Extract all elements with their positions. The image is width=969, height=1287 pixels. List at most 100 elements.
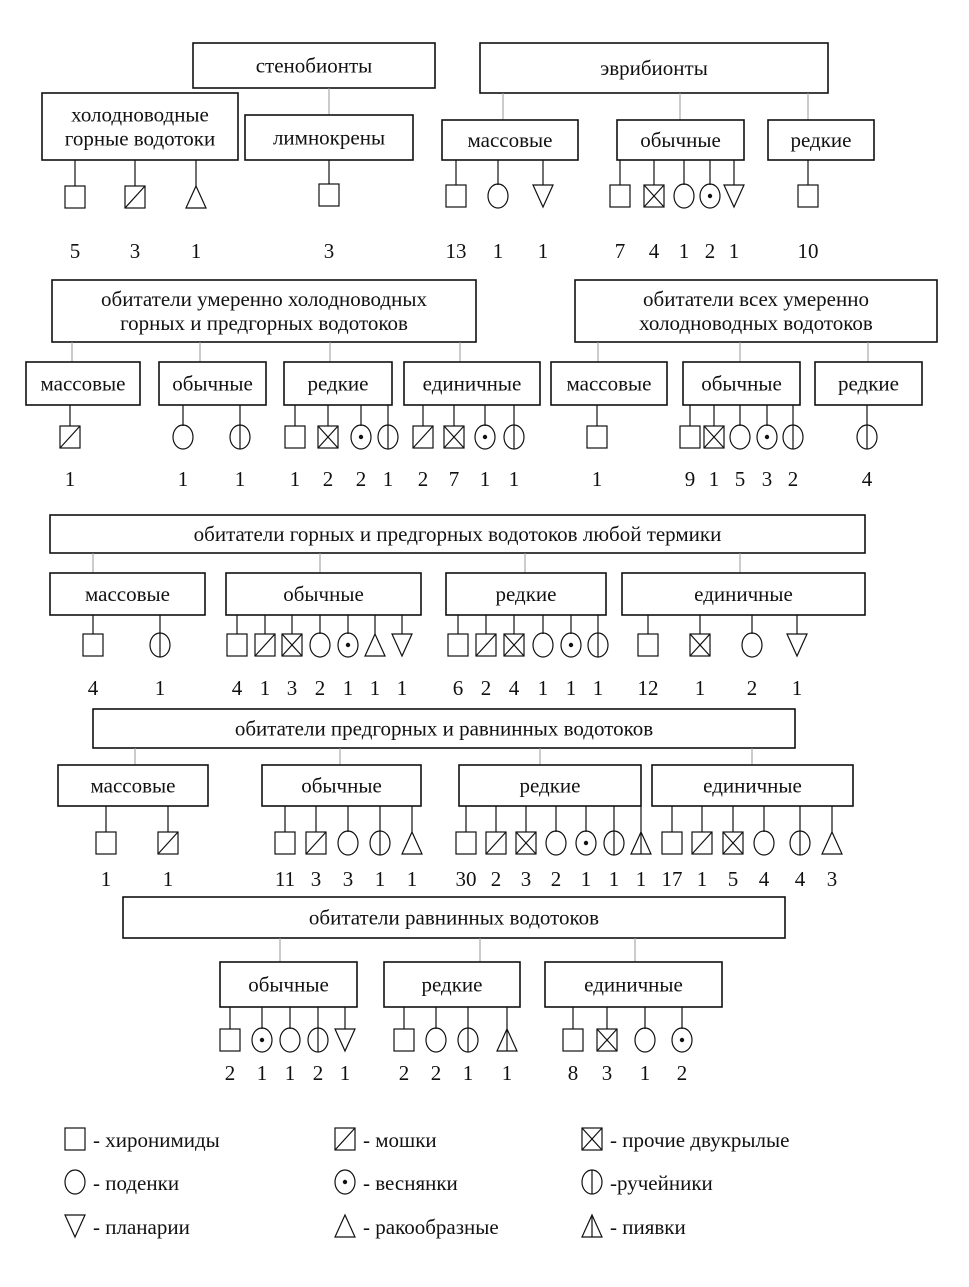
square-slash-icon: [305, 831, 327, 855]
count-value: 7: [449, 467, 460, 491]
legend-label: - веснянки: [363, 1171, 458, 1195]
box-eurybionts-2: редкие: [767, 119, 875, 161]
square-icon: [562, 1028, 584, 1052]
box-label: редкие: [496, 582, 557, 606]
circle-line-icon: [307, 1027, 329, 1053]
circle-line-icon: [603, 830, 625, 856]
count-value: 1: [463, 1061, 474, 1085]
circle-dot-icon: [251, 1027, 273, 1053]
box-label: стенобионты: [256, 54, 373, 78]
circle-icon: [532, 632, 554, 658]
box-label: обычные: [640, 128, 721, 152]
legend-label: - ракообразные: [363, 1215, 499, 1239]
count-value: 3: [343, 867, 354, 891]
count-value: 13: [446, 239, 467, 263]
species-group-items: 1: [586, 425, 608, 491]
category-box: единичные: [651, 764, 854, 807]
count-value: 1: [375, 867, 386, 891]
circle-dot-icon: [560, 632, 582, 658]
triangle-up-icon: [821, 830, 843, 855]
triangle-up-icon: [401, 830, 423, 855]
count-value: 1: [370, 676, 381, 700]
box-label: обитатели умеренно холодноводных: [101, 287, 427, 311]
count-value: 4: [232, 676, 243, 700]
count-value: 3: [130, 239, 141, 263]
count-value: 1: [729, 239, 740, 263]
box-label: обычные: [172, 372, 253, 396]
section-header-4: обитатели равнинных водотоков: [122, 896, 786, 939]
circle-line-icon: [503, 424, 525, 450]
triangle-line-icon: [581, 1213, 603, 1238]
box-label: массовые: [41, 372, 126, 396]
category-box: редкие: [283, 361, 393, 406]
box-label: единичные: [703, 774, 802, 798]
square-x-icon: [689, 633, 711, 657]
square-icon: [393, 1028, 415, 1052]
circle-icon: [487, 183, 509, 209]
box-label: обитатели всех умеренно: [643, 287, 869, 311]
square-icon: [447, 633, 469, 657]
count-value: 30: [456, 867, 477, 891]
square-slash-icon: [124, 185, 146, 209]
legend-item: - хиронимиды: [64, 1127, 220, 1152]
count-value: 4: [649, 239, 660, 263]
count-value: 2: [747, 676, 758, 700]
box-label: массовые: [91, 774, 176, 798]
count-value: 6: [453, 676, 464, 700]
count-value: 1: [593, 676, 604, 700]
count-value: 2: [399, 1061, 410, 1085]
category-box: обычные: [225, 572, 422, 616]
count-value: 2: [323, 467, 334, 491]
square-x-icon: [443, 425, 465, 449]
square-icon: [274, 831, 296, 855]
count-value: 1: [509, 467, 520, 491]
circle-icon: [753, 830, 775, 856]
circle-line-icon: [789, 830, 811, 856]
count-value: 2: [491, 867, 502, 891]
circle-dot-icon: [671, 1027, 693, 1053]
box-label: обитатели предгорных и равнинных водоток…: [235, 717, 653, 741]
count-value: 1: [397, 676, 408, 700]
count-value: 1: [257, 1061, 268, 1085]
section-header-2: обитатели горных и предгорных водотоков …: [49, 514, 866, 554]
count-value: 10: [798, 239, 819, 263]
square-slash-icon: [157, 831, 179, 855]
circle-line-icon: [581, 1169, 603, 1195]
count-value: 4: [759, 867, 770, 891]
square-icon: [445, 184, 467, 208]
count-value: 8: [568, 1061, 579, 1085]
count-value: 2: [481, 676, 492, 700]
circle-line-icon: [149, 632, 171, 658]
circle-dot-icon: [350, 424, 372, 450]
count-value: 3: [827, 867, 838, 891]
category-box: обычные: [158, 361, 267, 406]
box-label: редкие: [791, 128, 852, 152]
circle-icon: [545, 830, 567, 856]
category-box: обычные: [261, 764, 422, 807]
count-value: 1: [101, 867, 112, 891]
box-label: единичные: [694, 582, 793, 606]
category-box: единичные: [544, 961, 723, 1008]
count-value: 1: [290, 467, 301, 491]
box-label: холодноводные: [71, 103, 209, 127]
count-value: 1: [697, 867, 708, 891]
circle-icon: [279, 1027, 301, 1053]
triangle-down-icon: [391, 633, 413, 658]
count-value: 4: [88, 676, 99, 700]
square-x-icon: [281, 633, 303, 657]
box-label: редкие: [308, 372, 369, 396]
count-value: 1: [581, 867, 592, 891]
count-value: 3: [602, 1061, 613, 1085]
square-x-icon: [503, 633, 525, 657]
box-label: обитатели равнинных водотоков: [309, 906, 599, 930]
